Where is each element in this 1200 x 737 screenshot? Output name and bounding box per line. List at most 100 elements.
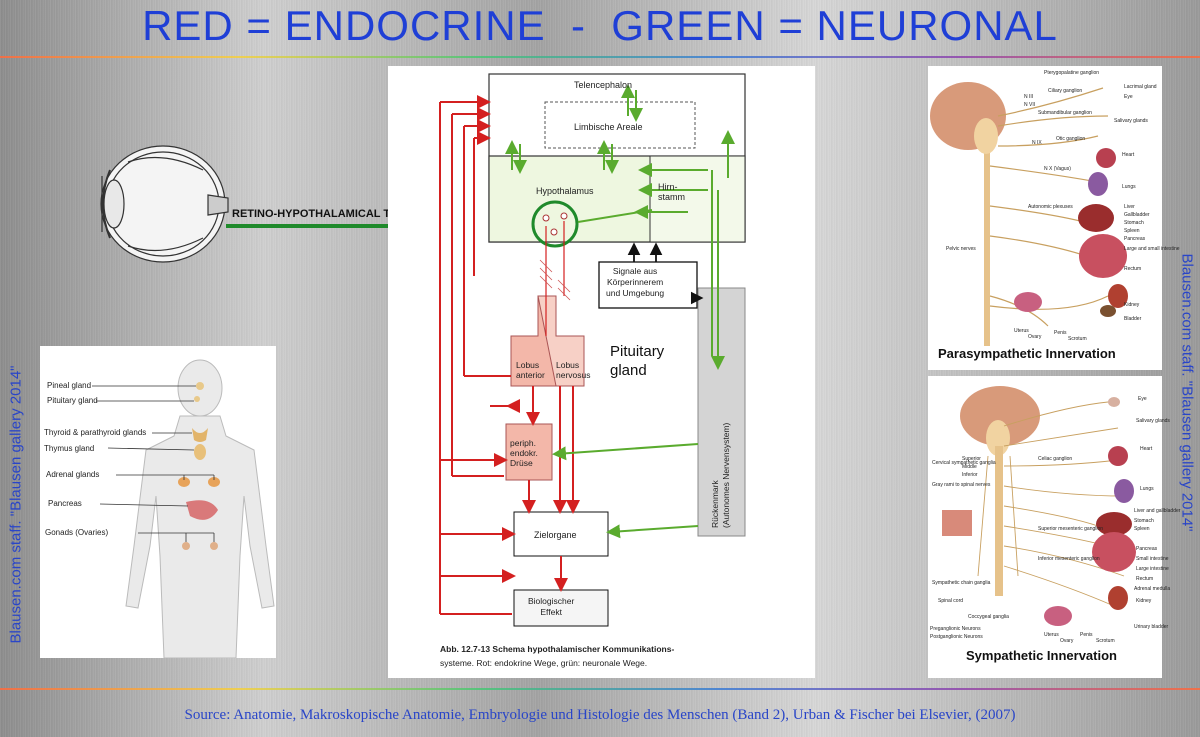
symp-label-16: Middle	[962, 464, 977, 470]
para-label-21: Rectum	[1124, 266, 1142, 272]
symp-label-27: Penis	[1080, 632, 1093, 638]
pineal-gland-icon	[196, 382, 204, 390]
symp-label-6: Spleen	[1134, 526, 1150, 532]
hypothalamic-nucleus-circle	[531, 200, 579, 248]
caption-line-2: systeme. Rot: endokrine Wege, grün: neur…	[440, 658, 648, 668]
para-label-6: Submandibular ganglion	[1038, 110, 1092, 116]
left-credit: Blausen.com staff. "Blausen gallery 2014…	[7, 365, 25, 644]
top-rainbow-rule	[0, 56, 1200, 58]
symp-label-29: Preganglionic Neurons	[930, 626, 981, 632]
para-label-3: Ciliary ganglion	[1048, 88, 1083, 94]
label-hirnstamm: Hirn- stamm	[658, 182, 685, 202]
label-pituitary-gland: Pituitary gland	[47, 396, 98, 405]
symp-label-23: Inferior mesenteric ganglion	[1038, 556, 1100, 562]
tract-label: RETINO-HYPOTHALAMICAL TRACT	[232, 208, 421, 220]
para-label-13: Autonomic plexuses	[1028, 204, 1073, 210]
para-label-9: Otic ganglion	[1056, 136, 1086, 142]
symp-label-15: Superior	[962, 456, 981, 462]
para-label-15: Gallbladder	[1124, 212, 1150, 218]
symp-label-19: Sympathetic chain ganglia	[932, 580, 991, 586]
thyroid-icon	[192, 428, 208, 442]
endocrine-glands-panel: Pineal gland Pituitary gland Thyroid & p…	[40, 346, 276, 659]
symp-label-13: Urinary bladder	[1134, 624, 1169, 630]
pancreas-icon	[186, 500, 218, 520]
female-body-figure	[92, 359, 275, 659]
label-periph: periph. endokr. Drüse	[510, 438, 538, 468]
symp-label-7: Pancreas	[1136, 546, 1158, 552]
label-lobus-nervosus: Lobus nervosus	[556, 360, 591, 380]
symp-label-3: Lungs	[1140, 486, 1154, 492]
para-label-23: Bladder	[1124, 316, 1142, 322]
para-label-14: Liver	[1124, 204, 1135, 210]
bottom-rainbow-rule	[0, 688, 1200, 690]
para-caption: Parasympathetic Innervation	[938, 346, 1116, 361]
eye-icon	[100, 145, 229, 263]
schema-diagram	[439, 73, 746, 627]
symp-label-8: Small intestine	[1136, 556, 1169, 562]
label-pineal-gland: Pineal gland	[47, 381, 92, 390]
periph-gland-box	[505, 423, 553, 481]
parasympathetic-panel: Parasympathetic Innervation Pterygopalat…	[928, 66, 1180, 370]
rueckenmark-box	[697, 287, 746, 537]
sympathetic-figure	[942, 386, 1136, 626]
para-label-2: Eye	[1124, 94, 1133, 100]
symp-label-20: Spinal cord	[938, 598, 964, 604]
para-label-4: N III	[1024, 94, 1034, 100]
parasympathetic-figure	[930, 82, 1128, 346]
ovary-left-icon	[182, 542, 190, 550]
label-signals: Signale aus Körperinnerem und Umgebung	[606, 266, 665, 298]
symp-caption: Sympathetic Innervation	[966, 648, 1117, 663]
para-label-17: Spleen	[1124, 228, 1140, 234]
para-label-25: Ovary	[1028, 334, 1042, 340]
symp-label-11: Adrenal medulla	[1134, 586, 1171, 592]
ovary-right-icon	[210, 542, 218, 550]
caption-line-1: Abb. 12.7-13 Schema hypothalamischer Kom…	[440, 644, 675, 654]
limbic-box	[544, 101, 696, 149]
hypothalamus-schema-panel: Telencephalon Limbische Areale Hypothala…	[388, 66, 815, 678]
label-telencephalon: Telencephalon	[574, 80, 633, 90]
label-limbic: Limbische Areale	[574, 122, 643, 132]
label-thymus: Thymus gland	[44, 444, 95, 453]
label-pancreas: Pancreas	[48, 499, 82, 508]
symp-label-12: Kidney	[1136, 598, 1152, 604]
label-zielorgane: Zielorgane	[534, 530, 577, 540]
para-label-24: Uterus	[1014, 328, 1029, 334]
adrenal-left-icon	[178, 477, 190, 487]
para-label-1: Lacrimal gland	[1124, 84, 1157, 90]
para-label-10: Heart	[1122, 152, 1135, 158]
para-label-8: N IX	[1032, 140, 1042, 146]
symp-label-4: Liver and gallbladder	[1134, 508, 1181, 514]
sympathetic-panel: Sympathetic Innervation Eye Salivary gla…	[928, 376, 1180, 678]
symp-label-9: Large intestine	[1136, 566, 1169, 572]
para-label-16: Stomach	[1124, 220, 1144, 226]
symp-label-10: Rectum	[1136, 576, 1154, 582]
symp-label-26: Ovary	[1060, 638, 1074, 644]
eye-diagram	[100, 145, 538, 263]
para-label-7: Salivary glands	[1114, 118, 1148, 124]
label-lobus-anterior: Lobus anterior	[516, 360, 545, 380]
thymus-icon	[194, 444, 206, 460]
label-rueckenmark: Rückenmark (Autonomes Nervensystem)	[710, 422, 731, 528]
pituitary-gland-icon	[194, 396, 200, 402]
symp-label-2: Heart	[1140, 446, 1153, 452]
symp-label-25: Uterus	[1044, 632, 1059, 638]
symp-label-1: Salivary glands	[1136, 418, 1170, 424]
para-label-22: Kidney	[1124, 302, 1140, 308]
source-citation: Source: Anatomie, Makroskopische Anatomi…	[184, 707, 1016, 723]
adrenal-right-icon	[208, 477, 220, 487]
label-thyroid: Thyroid & parathyroid glands	[44, 428, 147, 437]
para-label-12: Lungs	[1122, 184, 1136, 190]
symp-label-14: Cervical sympathetic ganglia	[932, 460, 996, 466]
symp-label-28: Scrotum	[1096, 638, 1115, 644]
para-label-5: N VII	[1024, 102, 1036, 108]
label-gonads: Gonads (Ovaries)	[45, 528, 109, 537]
symp-label-24: Coccygeal ganglia	[968, 614, 1009, 620]
para-label-19: Large and small intestine	[1124, 246, 1180, 252]
symp-label-22: Superior mesenteric ganglion	[1038, 526, 1104, 532]
zielorgane-box	[513, 511, 609, 557]
symp-label-21: Celiac ganglion	[1038, 456, 1073, 462]
para-label-26: Penis	[1054, 330, 1067, 336]
slide-title: RED = ENDOCRINE - GREEN = NEURONAL	[142, 2, 1058, 49]
label-effekt: Biologischer Effekt	[528, 596, 575, 617]
symp-label-30: Postganglionic Neurons	[930, 634, 983, 640]
